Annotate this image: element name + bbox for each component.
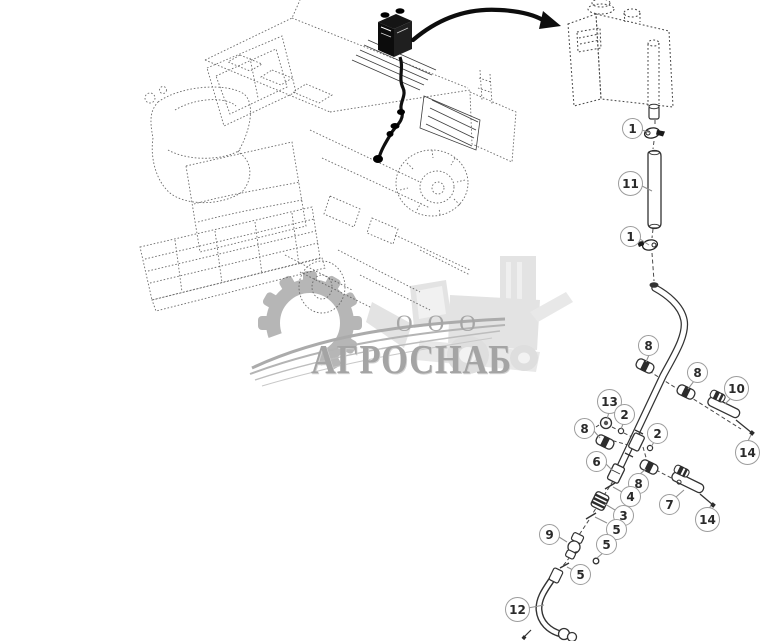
- callout-1-upper[interactable]: 1: [622, 118, 643, 139]
- callout-6[interactable]: 6: [586, 451, 607, 472]
- harvester-sketch-hatching: [351, 39, 481, 151]
- tank-exploded: [567, 0, 674, 108]
- part-9-elbow-fitting: [564, 532, 585, 560]
- part-14-screw-b: [699, 493, 716, 508]
- harvester-sketch: [139, 0, 517, 314]
- reservoir-hose-sketch: [377, 56, 406, 159]
- callout-7[interactable]: 7: [659, 494, 680, 515]
- part-11-tube: [647, 149, 662, 230]
- part-4-washer: [604, 482, 616, 490]
- highlighted-reservoir: [373, 8, 412, 163]
- callout-12[interactable]: 12: [505, 597, 530, 622]
- callout-5-c[interactable]: 5: [570, 564, 591, 585]
- part-2-ball-a: [617, 427, 625, 435]
- callout-13[interactable]: 13: [597, 389, 622, 414]
- part-12-hose: [521, 567, 578, 641]
- detail-arrow: [410, 7, 561, 43]
- callout-1-lower[interactable]: 1: [620, 226, 641, 247]
- part-8-clamp-c: [595, 434, 615, 450]
- bent-tube-line: [616, 282, 689, 471]
- part-7-bracket: [671, 464, 705, 494]
- part-union-fitting: [624, 429, 645, 458]
- callout-14-a[interactable]: 14: [735, 440, 760, 465]
- part-5-tick-a: [585, 512, 597, 520]
- callout-5-b[interactable]: 5: [596, 534, 617, 555]
- part-6-nut: [606, 463, 626, 484]
- callout-2-a[interactable]: 2: [614, 404, 635, 425]
- part-5-ring-b: [592, 557, 600, 565]
- watermark-logo: [249, 256, 573, 387]
- part-1-clamp-upper: [643, 127, 665, 139]
- part-8-clamp-b: [676, 384, 696, 400]
- part-14-screw-a: [735, 419, 755, 436]
- part-8-clamp-a: [635, 358, 655, 374]
- callout-8-b[interactable]: 8: [687, 362, 708, 383]
- part-13-cap-nut: [595, 416, 613, 430]
- callout-2-b[interactable]: 2: [647, 423, 668, 444]
- watermark-company-prefix: ООО: [396, 311, 491, 336]
- callout-4[interactable]: 4: [620, 486, 641, 507]
- part-5-tick-c: [559, 562, 570, 569]
- part-1-clamp-lower: [637, 239, 659, 251]
- callout-10[interactable]: 10: [724, 376, 749, 401]
- callout-11[interactable]: 11: [618, 171, 643, 196]
- tank-spout-tip: [648, 103, 660, 120]
- callout-8-c[interactable]: 8: [574, 418, 595, 439]
- callout-9[interactable]: 9: [539, 524, 560, 545]
- watermark-harvester-silhouette: [366, 256, 573, 374]
- callout-8-a[interactable]: 8: [638, 335, 659, 356]
- callout-14-b[interactable]: 14: [695, 507, 720, 532]
- part-3-coupler: [590, 491, 610, 511]
- watermark-company-name: АГРОСНАБ: [311, 336, 512, 382]
- part-8-clamp-d: [639, 459, 659, 475]
- watermark-swoosh: [249, 317, 506, 387]
